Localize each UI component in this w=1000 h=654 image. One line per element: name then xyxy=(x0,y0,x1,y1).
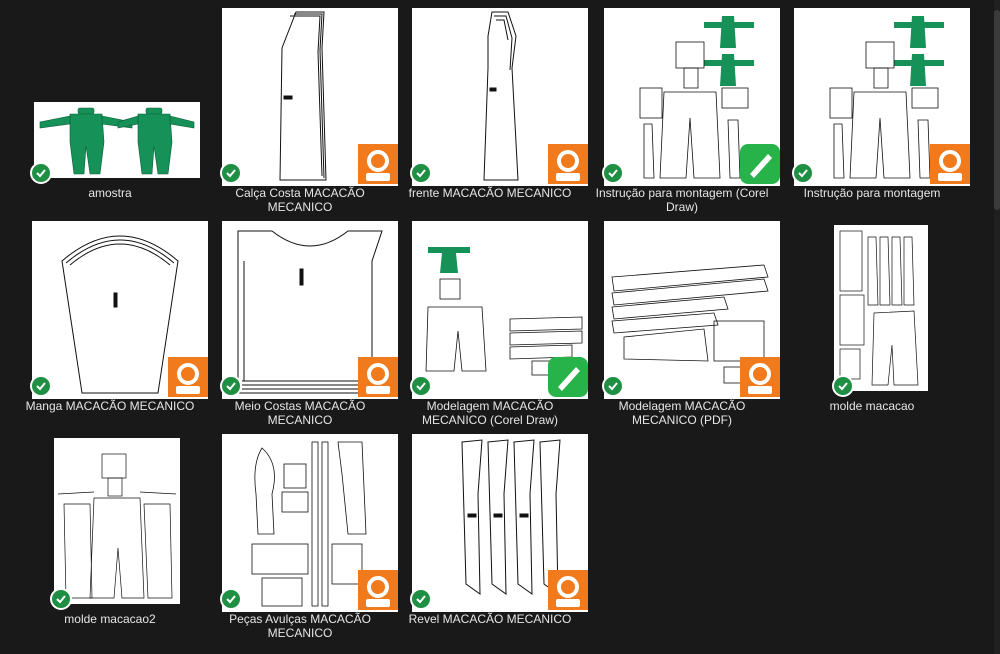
sync-status-check-icon xyxy=(410,162,432,184)
file-tile-manga[interactable]: Manga MACACÃO MECANICO xyxy=(20,221,208,433)
thumbnail-pattern-pants-back xyxy=(222,8,398,186)
file-name-label: Meio Costas MACACÃO MECANICO xyxy=(234,399,366,427)
pdf-file-icon xyxy=(930,144,970,184)
sync-status-check-icon xyxy=(30,375,52,397)
sync-status-check-icon xyxy=(410,375,432,397)
file-tile-modelagem-pdf[interactable]: Modelagem MACACÃO MECANICO (PDF) xyxy=(592,221,780,433)
file-tile-molde-macacao2[interactable]: molde macacao2 xyxy=(20,434,200,646)
file-name-label: molde macacao2 xyxy=(64,612,156,626)
sync-status-check-icon xyxy=(220,162,242,184)
file-name-label: Instrução para montagem xyxy=(803,186,941,200)
corel-draw-file-icon xyxy=(548,357,588,397)
pdf-file-icon xyxy=(740,357,780,397)
thumbnail-pattern-front xyxy=(412,8,588,186)
file-tile-calca-costa[interactable]: Calça Costa MACACÃO MECANICO xyxy=(210,8,398,220)
file-tile-revel[interactable]: Revel MACACÃO MECANICO xyxy=(400,434,588,646)
pdf-file-icon xyxy=(548,144,588,184)
file-name-label: Manga MACACÃO MECANICO xyxy=(25,399,195,413)
sync-status-check-icon xyxy=(602,162,624,184)
sync-status-check-icon xyxy=(832,375,854,397)
pdf-file-icon xyxy=(168,357,208,397)
file-name-label: Modelagem MACACÃO MECANICO (PDF) xyxy=(618,399,746,427)
file-tile-instrucao[interactable]: Instrução para montagem xyxy=(782,8,970,220)
pdf-file-icon xyxy=(548,570,588,610)
sync-status-check-icon xyxy=(602,375,624,397)
file-tile-molde-macacao[interactable]: molde macacao xyxy=(782,221,962,433)
corel-draw-file-icon xyxy=(740,144,780,184)
sync-status-check-icon xyxy=(410,588,432,610)
file-name-label: Modelagem MACACÃO MECANICO (Corel Draw) xyxy=(421,399,558,427)
vertical-scrollbar[interactable] xyxy=(994,0,1000,654)
thumbnail-pattern-sheet xyxy=(54,438,180,604)
thumbnail-pattern-sheet xyxy=(834,225,928,391)
thumbnail-green-coverall-photo xyxy=(34,102,200,178)
file-name-label: frente MACACÃO MECANICO xyxy=(408,186,572,200)
file-tile-pecas-avulcas[interactable]: Peças Avulças MACACÃO MECANICO xyxy=(210,434,398,646)
sync-status-check-icon xyxy=(30,162,52,184)
scrollbar-thumb[interactable] xyxy=(994,10,1000,210)
file-name-label: Calça Costa MACACÃO MECANICO xyxy=(235,186,365,214)
file-name-label: Peças Avulças MACACÃO MECANICO xyxy=(229,612,371,640)
file-tile-frente[interactable]: frente MACACÃO MECANICO xyxy=(400,8,588,220)
file-name-label: amostra xyxy=(88,186,132,200)
file-name-label: Revel MACACÃO MECANICO xyxy=(408,612,572,626)
file-tile-amostra[interactable]: amostra xyxy=(20,8,200,220)
sync-status-check-icon xyxy=(50,588,72,610)
file-tile-meio-costas[interactable]: Meio Costas MACACÃO MECANICO xyxy=(210,221,398,433)
sync-status-check-icon xyxy=(792,162,814,184)
file-name-label: molde macacao xyxy=(829,399,915,413)
sync-status-check-icon xyxy=(220,588,242,610)
pdf-file-icon xyxy=(358,357,398,397)
file-name-label: Instrução para montagem (Corel Draw) xyxy=(595,186,769,214)
pdf-file-icon xyxy=(358,570,398,610)
pdf-file-icon xyxy=(358,144,398,184)
file-tile-modelagem-corel[interactable]: Modelagem MACACÃO MECANICO (Corel Draw) xyxy=(400,221,588,433)
sync-status-check-icon xyxy=(220,375,242,397)
file-tile-instrucao-corel[interactable]: Instrução para montagem (Corel Draw) xyxy=(592,8,780,220)
